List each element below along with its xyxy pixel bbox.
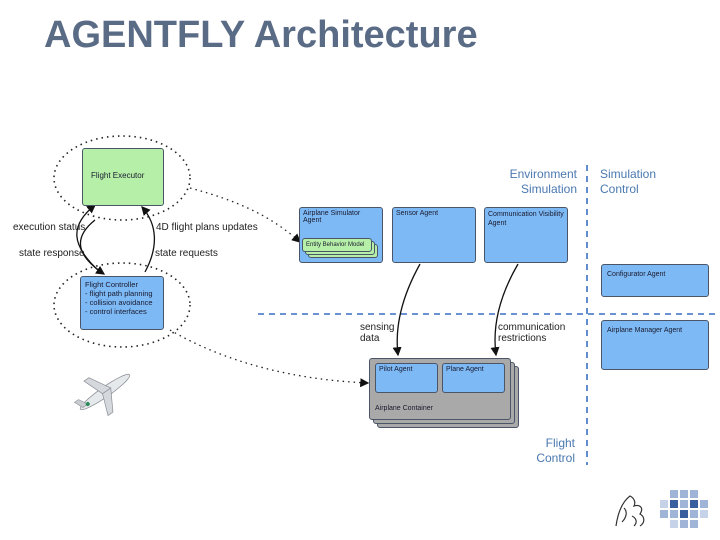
comm-visibility-agent: Communication Visibility Agent xyxy=(484,207,568,263)
env-heading-line: Simulation xyxy=(520,182,577,196)
airplane-container: Pilot Agent Plane Agent Airplane Contain… xyxy=(369,358,511,420)
flight-executor-label: Flight Executor xyxy=(91,171,145,180)
configurator-agent: Configurator Agent xyxy=(601,264,709,297)
response-arrow xyxy=(79,219,106,275)
controller-container-link xyxy=(169,329,370,388)
sensing-data-label: sensing data xyxy=(360,322,394,344)
pilot-agent-label: Pilot Agent xyxy=(379,366,413,373)
comm-restrictions-label: communication restrictions xyxy=(498,322,565,344)
airplane-manager-label: Airplane Manager Agent xyxy=(607,327,683,334)
plane-agent-label: Plane Agent xyxy=(446,366,484,373)
env-sim-heading: Environment Simulation xyxy=(505,167,577,197)
flight-controller-title: Flight Controller xyxy=(85,280,138,289)
env-heading-line: Environment xyxy=(509,167,577,181)
lion-emblem xyxy=(615,495,645,527)
fc-item: - flight path planning xyxy=(85,289,153,298)
plans-updates-label: 4D flight plans updates xyxy=(156,222,258,233)
fc-item: - collision avoidance xyxy=(85,298,153,307)
state-response-label: state response xyxy=(19,248,85,259)
sim-control-heading-line: Control xyxy=(600,182,639,196)
comm-line: restrictions xyxy=(498,333,547,344)
airplane-manager-agent: Airplane Manager Agent xyxy=(601,320,709,370)
flight-controller-box: Flight Controller - flight path planning… xyxy=(80,276,164,330)
comm-line: communication xyxy=(498,322,566,333)
fc-item: - control interfaces xyxy=(85,307,147,316)
comm-visibility-label: Communication Visibility xyxy=(488,211,564,218)
sensing-line: data xyxy=(360,333,380,344)
logo-grid xyxy=(660,490,708,528)
university-logo xyxy=(615,490,708,528)
slide-title: AGENTFLY Architecture xyxy=(44,14,478,56)
request-arrow xyxy=(141,206,156,273)
sensing-arrow xyxy=(392,263,421,357)
plans-dotted-link xyxy=(189,187,301,243)
configurator-label: Configurator Agent xyxy=(607,271,666,278)
plane-agent: Plane Agent xyxy=(442,363,505,393)
executor-ellipse xyxy=(53,135,191,221)
comm-arrow xyxy=(490,263,519,357)
execution-status-label: execution status xyxy=(13,222,86,233)
flight-heading-line: Control xyxy=(536,451,575,465)
flight-executor-box: Flight Executor xyxy=(82,148,164,206)
entity-behavior-label: Entity Behavior Model xyxy=(306,242,365,248)
pilot-agent: Pilot Agent xyxy=(375,363,438,393)
sim-control-heading: Simulation Control xyxy=(600,167,656,197)
flight-control-heading: Flight Control xyxy=(520,436,575,466)
comm-visibility-label: Agent xyxy=(488,220,507,227)
state-requests-label: state requests xyxy=(155,248,218,259)
sensing-line: sensing xyxy=(360,322,395,333)
flight-heading-line: Flight xyxy=(545,436,575,450)
sensor-agent-label: Sensor Agent xyxy=(396,210,439,217)
airplane-simulator-label: Airplane Simulator Agent xyxy=(303,210,361,224)
sensor-agent: Sensor Agent xyxy=(392,207,476,263)
controller-ellipse xyxy=(53,262,191,348)
airplane-icon xyxy=(73,373,131,417)
airplane-container-label: Airplane Container xyxy=(375,405,433,412)
entity-behavior-model: Entity Behavior Model xyxy=(302,238,372,252)
sim-control-heading-line: Simulation xyxy=(600,167,657,181)
